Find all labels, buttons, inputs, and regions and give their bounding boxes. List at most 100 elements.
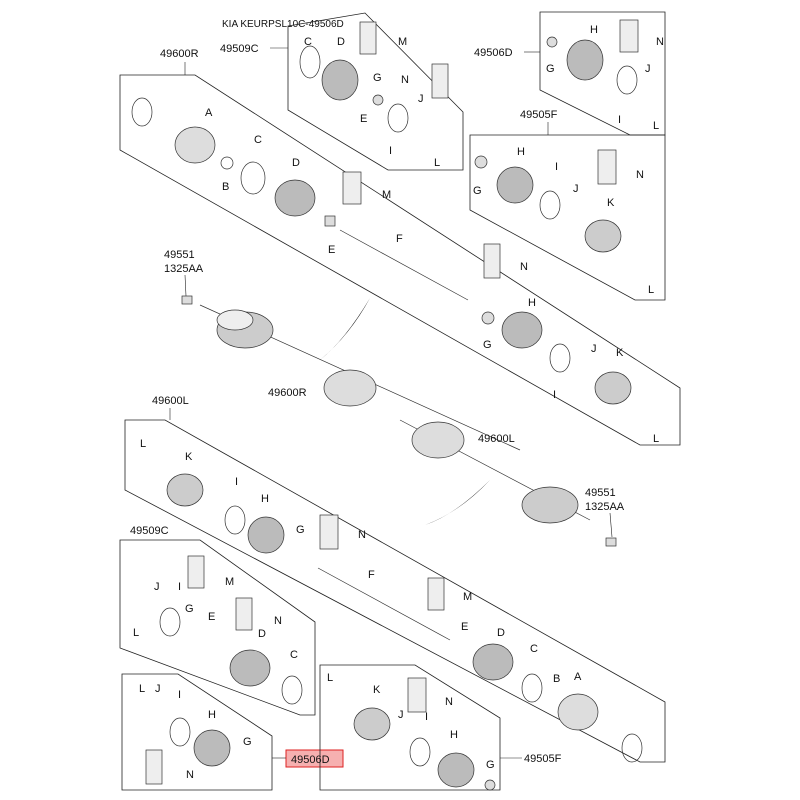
- boot-h: [193, 729, 231, 767]
- inner-cv-joint: [411, 421, 465, 459]
- kit-label-49506d-top: 49506D: [474, 47, 513, 59]
- band-c: [240, 161, 266, 195]
- leader: [609, 512, 613, 538]
- grease-tube-n: [483, 243, 501, 279]
- shaft-f: [339, 229, 469, 301]
- clamp-e: [324, 215, 336, 227]
- tripod-k: [353, 707, 391, 741]
- callout-i: I: [618, 114, 621, 126]
- tone-ring: [621, 733, 643, 763]
- callout-d: D: [292, 157, 300, 169]
- callout-i: I: [178, 581, 181, 593]
- callout-j: J: [573, 183, 579, 195]
- grease-tube-n: [431, 63, 449, 99]
- kit-box-49505f-top: [469, 134, 666, 301]
- assembly-label-49600r-mid: 49600R: [268, 387, 307, 399]
- boot-h: [496, 166, 534, 204]
- band-i: [159, 607, 181, 637]
- callout-c: C: [290, 649, 298, 661]
- callout-j: J: [591, 343, 597, 355]
- grease-tube-m: [359, 21, 377, 55]
- assembly-label-49600l-mid: 49600L: [478, 433, 515, 445]
- callout-l: L: [653, 120, 659, 132]
- callout-h: H: [450, 729, 458, 741]
- kit-label-49505f-bottom: 49505F: [524, 753, 562, 765]
- grease-tube-m: [427, 577, 445, 611]
- callout-k: K: [616, 347, 624, 359]
- grease-tube-n: [407, 677, 427, 713]
- callout-b: B: [553, 673, 560, 685]
- callout-i: I: [235, 476, 238, 488]
- callout-h: H: [517, 146, 525, 158]
- callout-c: C: [530, 643, 538, 655]
- callout-b: B: [222, 181, 229, 193]
- grease-tube-m: [342, 171, 362, 205]
- outer-cv-joint: [521, 486, 579, 524]
- callout-m: M: [463, 591, 472, 603]
- clamp-g: [484, 779, 496, 791]
- boot-h: [501, 311, 543, 349]
- callout-n: N: [186, 769, 194, 781]
- clamp-g: [372, 94, 384, 106]
- callout-k: K: [185, 451, 193, 463]
- clamp-g: [474, 155, 488, 169]
- band-i: [616, 65, 638, 95]
- kit-label-49509c-top: 49509C: [220, 43, 259, 55]
- outer-joint: [557, 693, 599, 731]
- grease-tube-n: [235, 597, 253, 631]
- callout-l: L: [139, 683, 145, 695]
- callout-k: K: [373, 684, 381, 696]
- band-c: [299, 45, 321, 79]
- nut-label-top-b: 1325AA: [164, 263, 204, 275]
- callout-j: J: [398, 709, 404, 721]
- callout-k: K: [607, 197, 615, 209]
- assembly-box-49600l: [124, 419, 666, 763]
- callout-i: I: [553, 389, 556, 401]
- grease-tube-n: [145, 749, 163, 785]
- callout-l: L: [434, 157, 440, 169]
- clamp-g: [481, 311, 495, 325]
- band-i: [169, 717, 191, 747]
- nut-icon: [605, 537, 617, 547]
- shaft-f: [317, 567, 451, 641]
- abs-ring: [216, 309, 254, 331]
- boot-d: [472, 643, 514, 681]
- callout-l: L: [327, 672, 333, 684]
- callout-m: M: [398, 36, 407, 48]
- nut-label-bottom-a: 49551: [585, 487, 616, 499]
- arrow-wedge: [425, 480, 490, 525]
- boot-h: [437, 752, 475, 788]
- callout-e: E: [208, 611, 215, 623]
- band-i: [387, 103, 409, 133]
- callout-g: G: [546, 63, 555, 75]
- callout-n: N: [445, 696, 453, 708]
- callout-n: N: [358, 529, 366, 541]
- driveshaft-left-assembly: [399, 419, 591, 524]
- callout-g: G: [243, 736, 252, 748]
- callout-d: D: [258, 628, 266, 640]
- callout-n: N: [274, 615, 282, 627]
- grease-tube-m: [187, 555, 205, 589]
- callout-j: J: [645, 63, 651, 75]
- arrow-wedge: [320, 298, 370, 360]
- nut-label-top-a: 49551: [164, 249, 195, 261]
- boot-h: [247, 516, 285, 554]
- callout-g: G: [473, 185, 482, 197]
- callout-g: G: [373, 72, 382, 84]
- grease-tube-n: [319, 514, 339, 550]
- tripod-k: [166, 473, 204, 507]
- callout-i: I: [178, 689, 181, 701]
- assembly-box-49600r: [119, 74, 681, 446]
- clamp-g: [546, 36, 558, 48]
- callout-l: L: [653, 433, 659, 445]
- callout-j: J: [154, 581, 160, 593]
- callout-a: A: [574, 671, 582, 683]
- callout-i: I: [425, 711, 428, 723]
- driveshaft-right-assembly: [199, 304, 521, 451]
- callout-n: N: [401, 74, 409, 86]
- band-i: [539, 190, 561, 220]
- boot-d: [274, 179, 316, 217]
- header-title: KIA KEURPSL10C-49506D: [222, 19, 344, 30]
- callout-n: N: [656, 36, 664, 48]
